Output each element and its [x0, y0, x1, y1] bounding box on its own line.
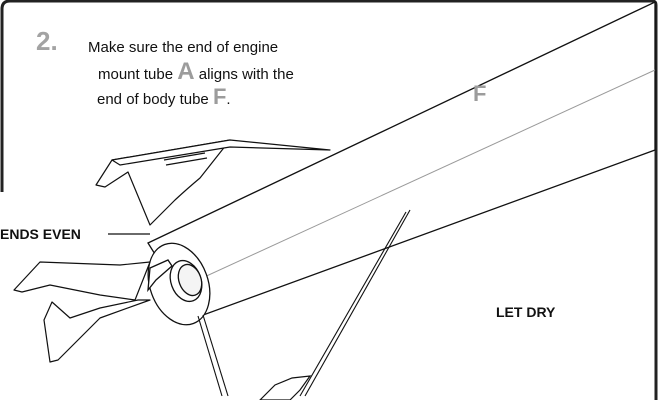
engine-mount-end — [147, 242, 211, 326]
part-letter-a: A — [177, 58, 194, 85]
bottom-fin — [259, 375, 312, 400]
step-line-2-before: mount tube — [98, 66, 177, 83]
part-letter-f: F — [213, 84, 226, 109]
step-line-3-after: . — [226, 91, 230, 108]
let-dry-label: LET DRY — [496, 304, 556, 320]
step-line-2-after: aligns with the — [195, 66, 294, 83]
body-tube-label: F — [473, 81, 486, 106]
support-lines — [197, 209, 411, 397]
step-line-3: end of body tube F. — [97, 84, 231, 109]
step-line-1: Make sure the end of engine — [88, 39, 278, 56]
step-number: 2. — [36, 26, 58, 56]
step-line-2: mount tube A aligns with the — [98, 58, 294, 85]
left-fin — [13, 261, 151, 363]
step-line-3-before: end of body tube — [97, 91, 213, 108]
panel-frame-left — [0, 0, 11, 192]
ends-even-label: ENDS EVEN — [0, 226, 81, 242]
top-fin — [95, 139, 331, 226]
